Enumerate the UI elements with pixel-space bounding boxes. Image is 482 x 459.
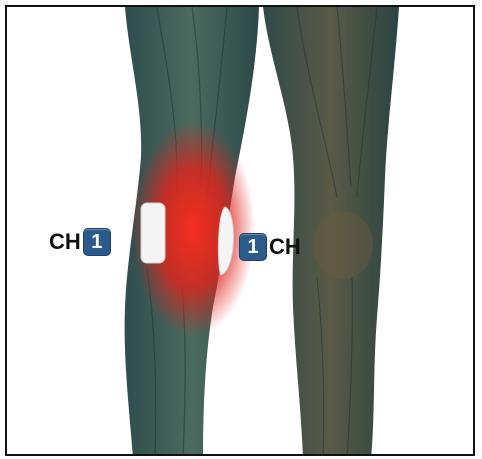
image-frame: CH 1 1 CH [5,5,475,456]
channel-label-right: 1 CH [239,233,301,261]
channel-text: CH [269,234,301,260]
channel-number-badge: 1 [83,228,111,256]
channel-number-badge: 1 [239,233,267,261]
channel-text: CH [49,229,81,255]
channel-label-left: CH 1 [49,228,111,256]
electrode-pad-left [141,203,165,263]
right-knee [313,211,373,279]
